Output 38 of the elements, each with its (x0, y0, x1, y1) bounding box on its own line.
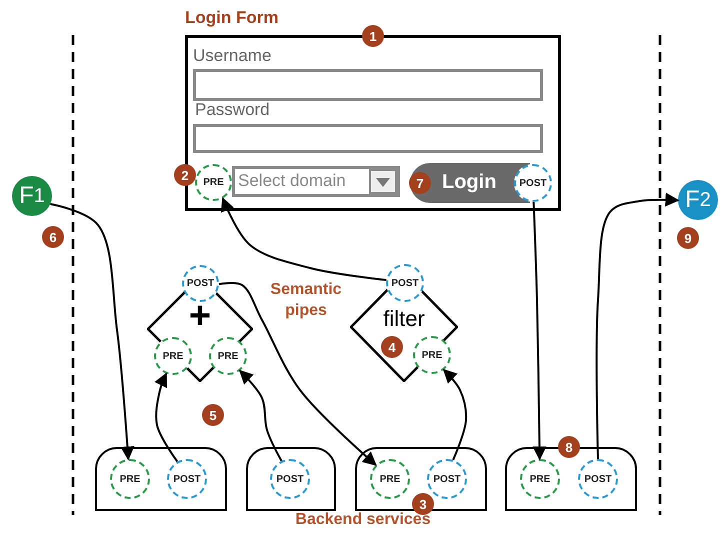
input-field (193, 69, 543, 101)
service-box (95, 447, 227, 511)
section-label: Semantic pipes (269, 280, 343, 321)
arrow (596, 192, 680, 460)
input-field (193, 124, 543, 153)
arrow (532, 202, 546, 460)
hook-circle: PRE (110, 459, 150, 499)
arrow (50, 203, 134, 460)
field-label: Password (195, 100, 270, 120)
hook-circle: PRE (370, 459, 410, 499)
callout-number: 2 (174, 164, 196, 186)
arrow (442, 368, 468, 460)
arrow (218, 282, 377, 466)
operator-label: filter (382, 308, 426, 330)
arrow (238, 370, 282, 462)
hook-circle: POST (578, 459, 618, 499)
callout-number: 5 (202, 404, 224, 426)
dropdown-placeholder: Select domain (238, 171, 346, 191)
hook-circle: POST (182, 265, 219, 302)
service-box (246, 447, 336, 511)
callout-number: 1 (362, 25, 384, 47)
hook-circle: PRE (154, 337, 192, 375)
dropdown-field (232, 166, 400, 197)
arrow (220, 197, 386, 282)
hook-circle: POST (270, 459, 310, 499)
hook-circle: POST (427, 459, 467, 499)
callout-number: 8 (558, 436, 580, 458)
form-title: Login Form (185, 8, 278, 28)
hook-circle: PRE (520, 459, 560, 499)
callout-number: 9 (677, 227, 699, 249)
field-label: Username (193, 46, 272, 66)
arrow (154, 372, 178, 462)
hook-circle: POST (514, 164, 552, 202)
service-box (355, 447, 487, 511)
hook-circle: PRE (195, 164, 232, 201)
hook-circle: POST (386, 264, 424, 302)
callout-number: 6 (42, 226, 64, 248)
hook-circle: POST (167, 459, 207, 499)
